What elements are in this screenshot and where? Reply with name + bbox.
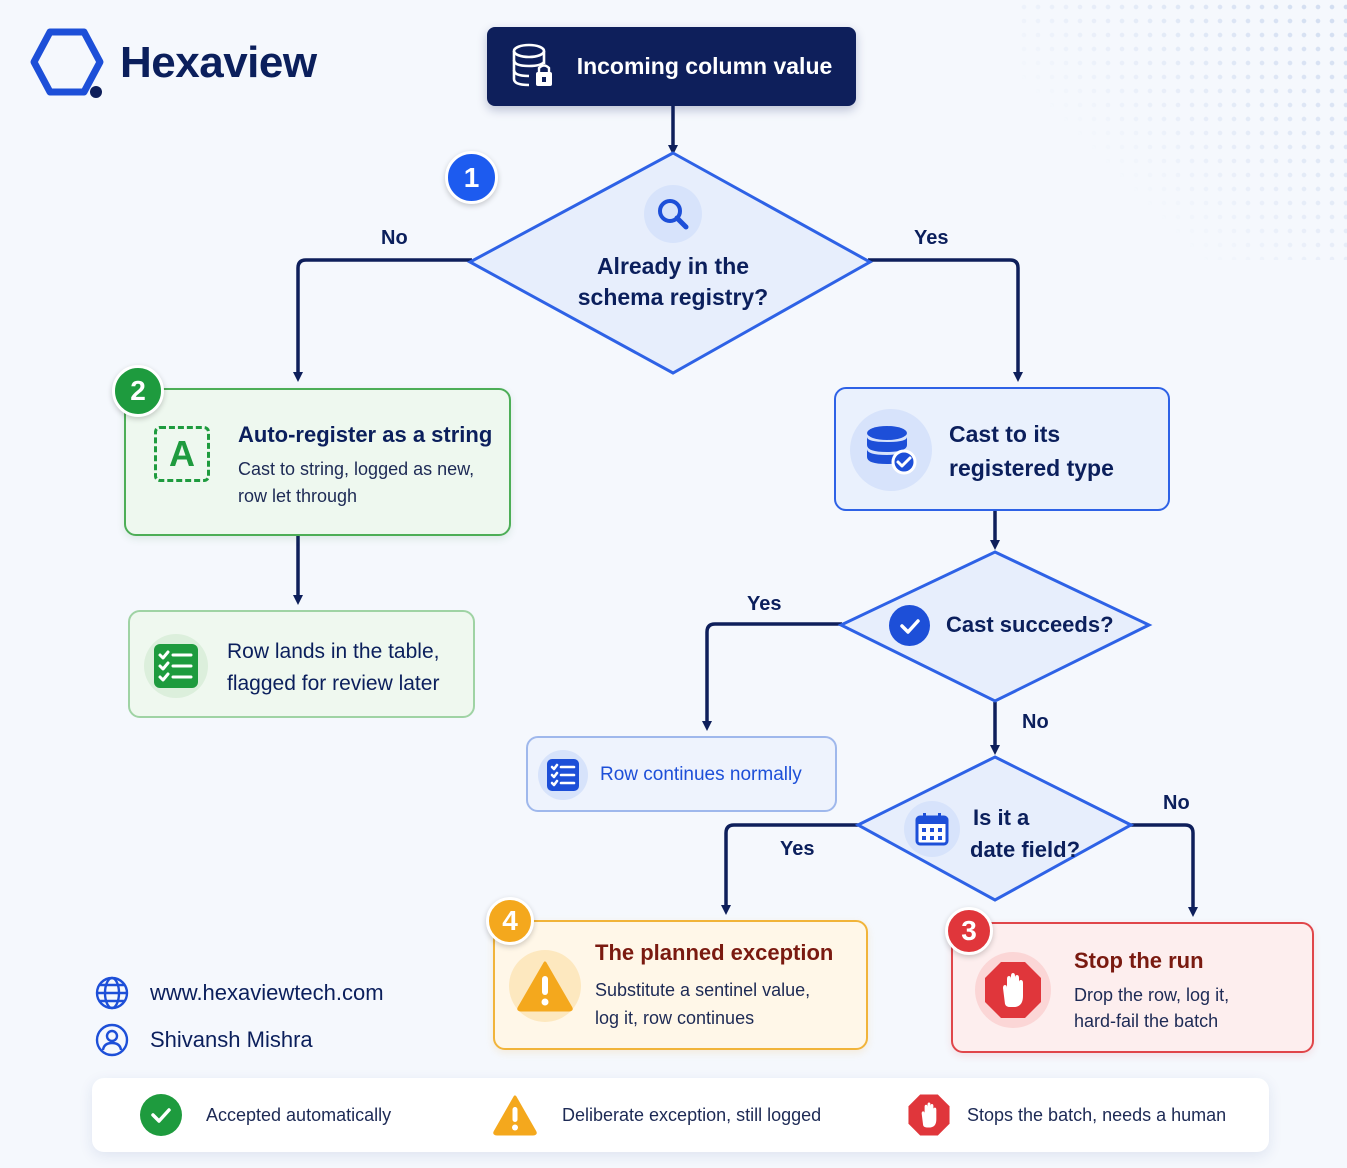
author-info: Shivansh Mishra [94,1022,313,1058]
legend-item-exception: Deliberate exception, still logged [492,1078,821,1152]
planned-exception-description: Substitute a sentinel value, log it, row… [595,976,810,1032]
registry-no-label: No [381,227,408,249]
cast-no-label: No [1022,711,1049,733]
user-icon [95,1023,129,1057]
cast-question: Cast succeeds? [946,612,1114,637]
legend-item-accepted: Accepted automatically [140,1078,391,1152]
row-lands-text: Row lands in the table, flagged for revi… [227,636,439,700]
step-badge-4: 4 [486,897,534,945]
arrow-cast-yes [702,622,842,731]
stop-run-line2: hard-fail the batch [1074,1011,1219,1031]
date-question-line2: date field? [970,837,1081,862]
stop-run-title: Stop the run [1074,948,1204,973]
start-node: Incoming column value [487,27,856,106]
step-badge-2: 2 [112,365,164,417]
legend: Accepted automatically Deliberate except… [92,1078,1269,1152]
legend-label-accepted: Accepted automatically [206,1104,392,1125]
arrow-registry-yes [868,258,1023,382]
cast-type-card: Cast to its registered type [834,387,1170,511]
registry-question: Already in the schema registry? [560,251,786,313]
auto-register-description: Cast to string, logged as new, row let t… [238,456,474,510]
warning-icon [509,950,581,1022]
planned-exception-line1: Substitute a sentinel value, [595,980,811,1000]
website-link[interactable]: www.hexaviewtech.com [94,975,384,1011]
registry-question-line1: Already in the [596,253,750,279]
step-badge-3: 3 [945,907,993,955]
letter-a-icon: A [154,426,210,482]
auto-register-line2: row let through [238,486,358,506]
globe-icon [95,976,129,1010]
search-icon [644,185,702,243]
check-circle-icon [889,605,930,646]
arrow-date-yes [721,823,858,915]
checklist-icon [538,750,588,800]
step-badge-1: 1 [445,151,498,204]
cast-yes-label: Yes [747,593,782,615]
row-continues-card: Row continues normally [526,736,837,812]
registry-yes-label: Yes [914,227,949,249]
arrow-registry-no [293,258,472,382]
stop-run-card: Stop the run Drop the row, log it, hard-… [951,922,1314,1053]
stop-run-description: Drop the row, log it, hard-fail the batc… [1074,982,1229,1034]
author-name: Shivansh Mishra [150,1027,313,1052]
date-yes-label: Yes [780,838,815,860]
hexagon-logo-icon [30,28,104,98]
warning-icon [493,1095,537,1136]
stop-hand-icon [975,952,1051,1028]
date-question-line1: Is it a [973,805,1030,830]
registry-question-line2: schema registry? [577,284,769,310]
calendar-icon [904,801,960,857]
planned-exception-title: The planned exception [595,940,834,965]
row-continues-label: Row continues normally [600,764,802,785]
date-no-label: No [1163,792,1190,814]
database-check-icon [850,409,932,491]
date-diamond [854,755,1135,902]
stop-run-line1: Drop the row, log it, [1074,985,1230,1005]
auto-register-card: A Auto-register as a string Cast to stri… [124,388,511,536]
checklist-icon [144,634,208,698]
brand: Hexaview [30,26,317,100]
legend-label-exception: Deliberate exception, still logged [562,1104,822,1125]
cast-type-text: Cast to its registered type [949,417,1114,485]
check-circle-icon [140,1094,182,1136]
database-lock-icon [512,43,552,86]
arrow-date-no [1130,823,1198,917]
auto-register-title: Auto-register as a string [238,422,493,447]
row-lands-line2: flagged for review later [227,672,440,695]
website-text[interactable]: www.hexaviewtech.com [150,980,384,1005]
planned-exception-line2: log it, row continues [595,1008,755,1028]
row-lands-line1: Row lands in the table, [227,640,440,663]
cast-type-line2: registered type [949,455,1114,481]
registry-diamond [466,151,874,375]
cast-diamond [837,550,1153,703]
stop-hand-icon [908,1094,950,1136]
auto-register-line1: Cast to string, logged as new, [238,459,475,479]
cast-type-line1: Cast to its [949,421,1061,447]
legend-item-stops: Stops the batch, needs a human [907,1078,1226,1152]
background-dots [1017,0,1347,260]
legend-label-stops: Stops the batch, needs a human [967,1104,1227,1125]
start-label: Incoming column value [576,53,833,79]
brand-name: Hexaview [120,38,317,87]
row-lands-card: Row lands in the table, flagged for revi… [128,610,475,718]
date-question: Is it a date field? [970,802,1080,866]
planned-exception-card: The planned exception Substitute a senti… [493,920,868,1050]
